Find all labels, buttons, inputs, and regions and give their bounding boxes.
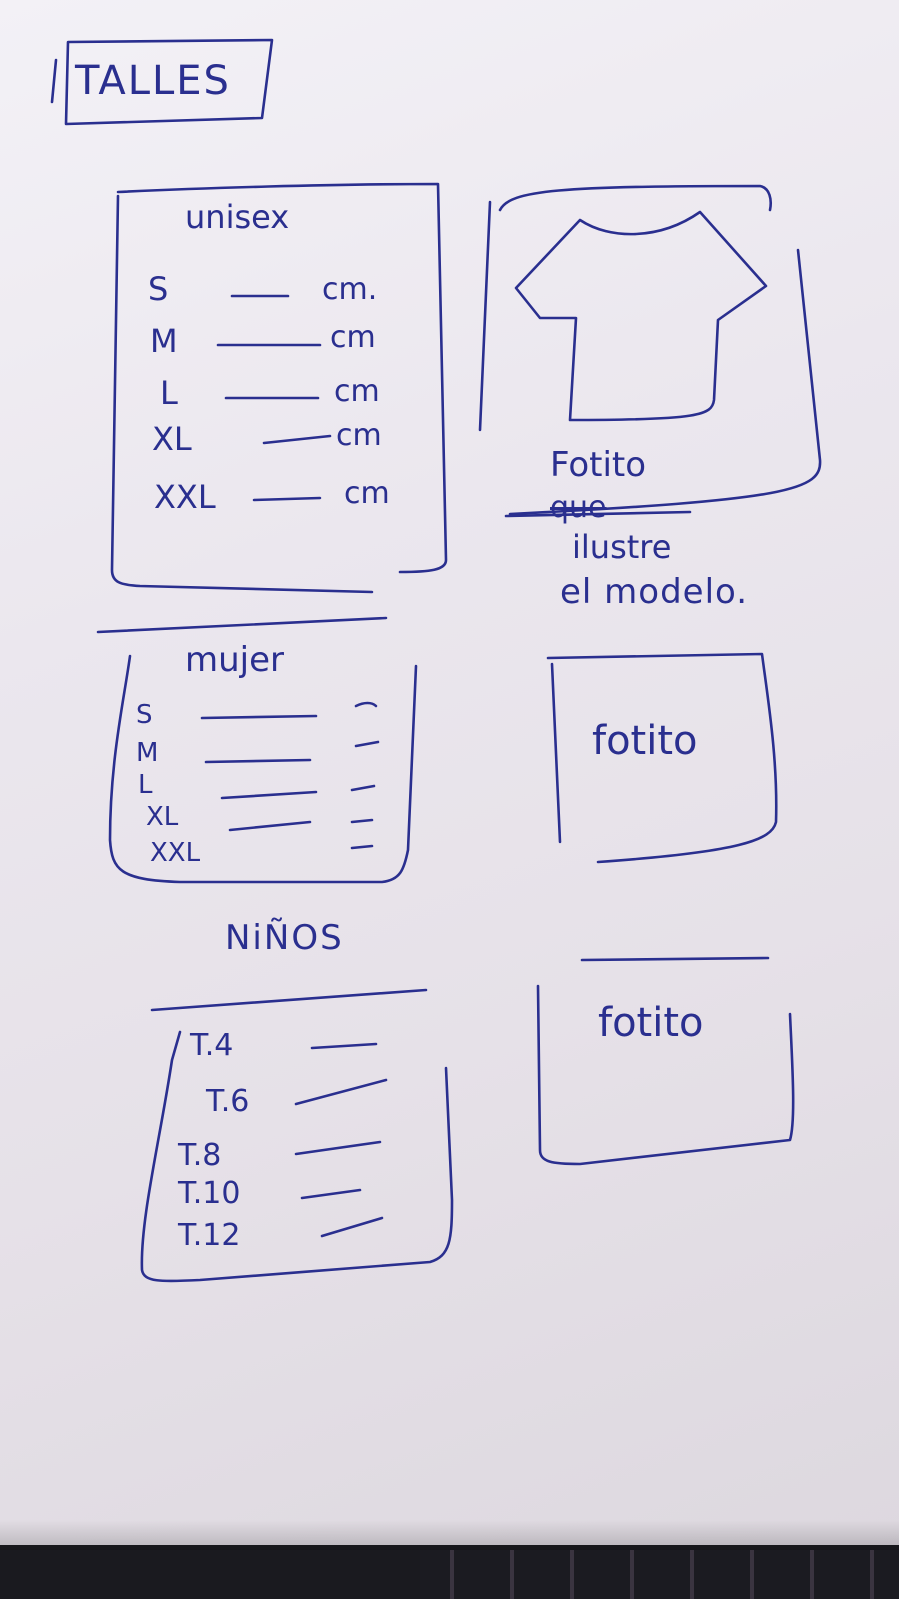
unisex-photo-box (478, 184, 822, 516)
ninos-heading: NiÑOS (225, 918, 344, 958)
unisex-size-xl: XL (152, 420, 192, 458)
ninos-size-t6: T.6 (206, 1084, 250, 1119)
title-box (64, 38, 274, 126)
ninos-box (140, 1030, 454, 1283)
mujer-photo-box (546, 652, 778, 864)
page-title: TALLES (75, 58, 231, 104)
unisex-unit-s: cm. (322, 272, 378, 307)
background-surface (420, 1550, 899, 1599)
shirt-drawing (514, 210, 768, 422)
unisex-size-l: L (160, 374, 178, 412)
mujer-size-xl: XL (146, 802, 179, 832)
paper-shadow (0, 1520, 899, 1550)
unisex-heading: unisex (185, 198, 290, 236)
unisex-unit-m: cm (330, 320, 376, 355)
mujer-size-s: S (136, 700, 153, 730)
ninos-photo-label: fotito (598, 1000, 704, 1046)
paper-sheet (0, 0, 899, 1545)
ninos-size-t4: T.4 (190, 1028, 234, 1063)
mujer-heading: mujer (185, 640, 285, 680)
ninos-photo-box (536, 984, 795, 1166)
unisex-size-s: S (148, 270, 169, 308)
photo-caption-4: el modelo. (560, 572, 749, 612)
photo-caption-1: Fotito (550, 445, 647, 485)
ninos-size-t10: T.10 (178, 1176, 241, 1211)
photo-caption-3: ilustre (572, 528, 672, 566)
unisex-size-m: M (150, 322, 178, 360)
unisex-unit-xxl: cm (344, 476, 390, 511)
ninos-size-t8: T.8 (178, 1138, 222, 1173)
ninos-size-t12: T.12 (178, 1218, 241, 1253)
mujer-size-m: M (136, 738, 159, 768)
unisex-unit-l: cm (334, 374, 380, 409)
mujer-box (108, 654, 418, 884)
photo-caption-2: que (550, 490, 607, 525)
unisex-box (110, 182, 448, 594)
mujer-size-l: L (138, 770, 153, 800)
mujer-size-xxl: XXL (150, 838, 201, 868)
mujer-photo-label: fotito (592, 718, 698, 764)
unisex-unit-xl: cm (336, 418, 382, 453)
unisex-size-xxl: XXL (154, 478, 216, 516)
